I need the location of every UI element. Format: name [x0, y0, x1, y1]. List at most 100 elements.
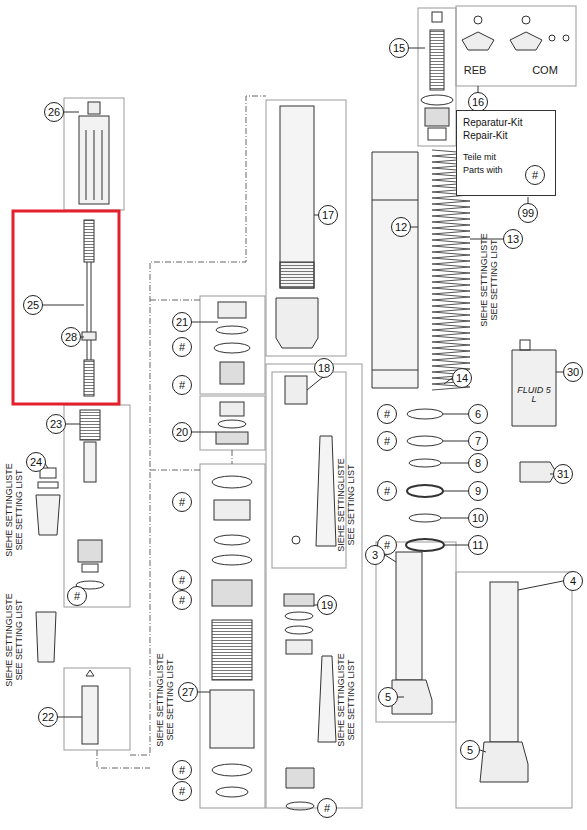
- kit-text: Teile mit: [463, 152, 549, 163]
- callout-number: #: [172, 492, 192, 512]
- callout-number: #: [172, 781, 192, 801]
- callout-text: 17: [322, 210, 334, 221]
- callout-number: 24: [26, 452, 46, 472]
- callout-number: 20: [172, 422, 192, 442]
- setting-note: SEE SETTING LIST: [347, 659, 356, 740]
- callout-text: 21: [176, 317, 188, 328]
- callout-text: 16: [472, 97, 484, 108]
- callout-text: 15: [393, 43, 405, 54]
- callout-text: #: [179, 497, 185, 508]
- callout-number: 12: [391, 217, 411, 237]
- callout-text: #: [384, 436, 390, 447]
- callout-number: #: [172, 570, 192, 590]
- callout-number: 27: [178, 682, 198, 702]
- callout-text: 10: [472, 513, 484, 524]
- callout-text: 8: [475, 458, 481, 469]
- callout-number: #: [172, 760, 192, 780]
- callout-number: 26: [44, 102, 64, 122]
- callout-number: #: [377, 481, 397, 501]
- callout-text: 12: [395, 222, 407, 233]
- callout-text: #: [324, 803, 330, 814]
- callout-number: 30: [563, 362, 583, 382]
- callout-number: #: [172, 337, 192, 357]
- callout-text: 9: [475, 486, 481, 497]
- callout-text: 11: [472, 540, 483, 551]
- callout-text: #: [179, 342, 185, 353]
- callout-number: 11: [468, 535, 488, 555]
- callout-number: 4: [563, 571, 583, 591]
- part-label: COM: [532, 65, 558, 76]
- callout-number: 22: [38, 707, 58, 727]
- callout-text: #: [384, 540, 390, 551]
- callout-text: 4: [570, 576, 576, 587]
- setting-note: SIEHE SETTINGLISTE: [337, 653, 346, 747]
- callout-number: #: [377, 431, 397, 451]
- setting-note: SIEHE SETTINGLISTE: [480, 233, 489, 327]
- callout-number: 14: [452, 368, 472, 388]
- callout-text: 5: [467, 745, 473, 756]
- callout-text: #: [384, 409, 390, 420]
- callout-number: 18: [314, 358, 334, 378]
- callout-number: 15: [389, 38, 409, 58]
- callout-text: #: [384, 486, 390, 497]
- callout-number: 3: [365, 545, 385, 565]
- callout-number: #: [525, 165, 545, 185]
- setting-note: SIEHE SETTINGLISTE: [337, 458, 346, 552]
- callout-text: 30: [567, 367, 579, 378]
- callout-text: 99: [522, 208, 534, 219]
- callout-text: 22: [42, 712, 54, 723]
- callout-number: 5: [378, 687, 398, 707]
- setting-note: SEE SETTING LIST: [347, 464, 356, 545]
- callout-text: 14: [456, 373, 468, 384]
- callout-text: 6: [475, 409, 481, 420]
- setting-note: SIEHE SETTINGLISTE: [5, 593, 14, 687]
- callout-text: 24: [30, 457, 42, 468]
- callout-number: #: [172, 590, 192, 610]
- callout-number: 17: [318, 205, 338, 225]
- callout-text: #: [179, 595, 185, 606]
- callout-number: 9: [468, 481, 488, 501]
- callout-number: 23: [46, 414, 66, 434]
- callout-number: #: [172, 375, 192, 395]
- callout-number: 19: [317, 595, 337, 615]
- callout-number: 31: [553, 464, 573, 484]
- callout-number: #: [377, 404, 397, 424]
- callout-number: #: [67, 586, 87, 606]
- part-label: REB: [464, 65, 487, 76]
- callout-text: #: [532, 170, 538, 181]
- callout-number: 13: [503, 229, 523, 249]
- setting-note: SEE SETTING LIST: [166, 659, 175, 740]
- kit-text: Reparatur-Kit Repair-Kit: [463, 117, 525, 142]
- callout-text: 26: [48, 107, 60, 118]
- callout-text: 19: [321, 600, 333, 611]
- callout-text: 20: [176, 427, 188, 438]
- callout-number: 25: [23, 295, 43, 315]
- callout-number: #: [317, 798, 337, 818]
- callout-text: #: [179, 380, 185, 391]
- callout-number: 28: [61, 327, 81, 347]
- callout-number: 6: [468, 404, 488, 424]
- callout-number: 10: [468, 508, 488, 528]
- callout-number: 21: [172, 312, 192, 332]
- setting-note: SIEHE SETTINGLISTE: [5, 463, 14, 557]
- repair-kit-box: Reparatur-Kit Repair-KitTeile mitParts w…: [456, 110, 556, 196]
- setting-note: SEE SETTING LIST: [490, 239, 499, 320]
- callout-number: 7: [468, 431, 488, 451]
- callout-number: 8: [468, 453, 488, 473]
- callout-text: 31: [557, 469, 569, 480]
- callout-text: 5: [385, 692, 391, 703]
- callout-text: #: [179, 786, 185, 797]
- callout-number: 5: [460, 740, 480, 760]
- callout-text: 3: [372, 550, 378, 561]
- callout-text: 27: [182, 687, 194, 698]
- part-label: FLUID 5 L: [517, 386, 551, 404]
- callout-number: 16: [468, 92, 488, 112]
- callout-text: 13: [507, 234, 519, 245]
- setting-note: SIEHE SETTINGLISTE: [156, 653, 165, 747]
- callout-text: 7: [475, 436, 481, 447]
- setting-note: SEE SETTING LIST: [15, 599, 24, 680]
- callout-text: 28: [65, 332, 77, 343]
- callout-text: #: [179, 575, 185, 586]
- callout-number: 99: [518, 203, 538, 223]
- callout-text: #: [74, 591, 80, 602]
